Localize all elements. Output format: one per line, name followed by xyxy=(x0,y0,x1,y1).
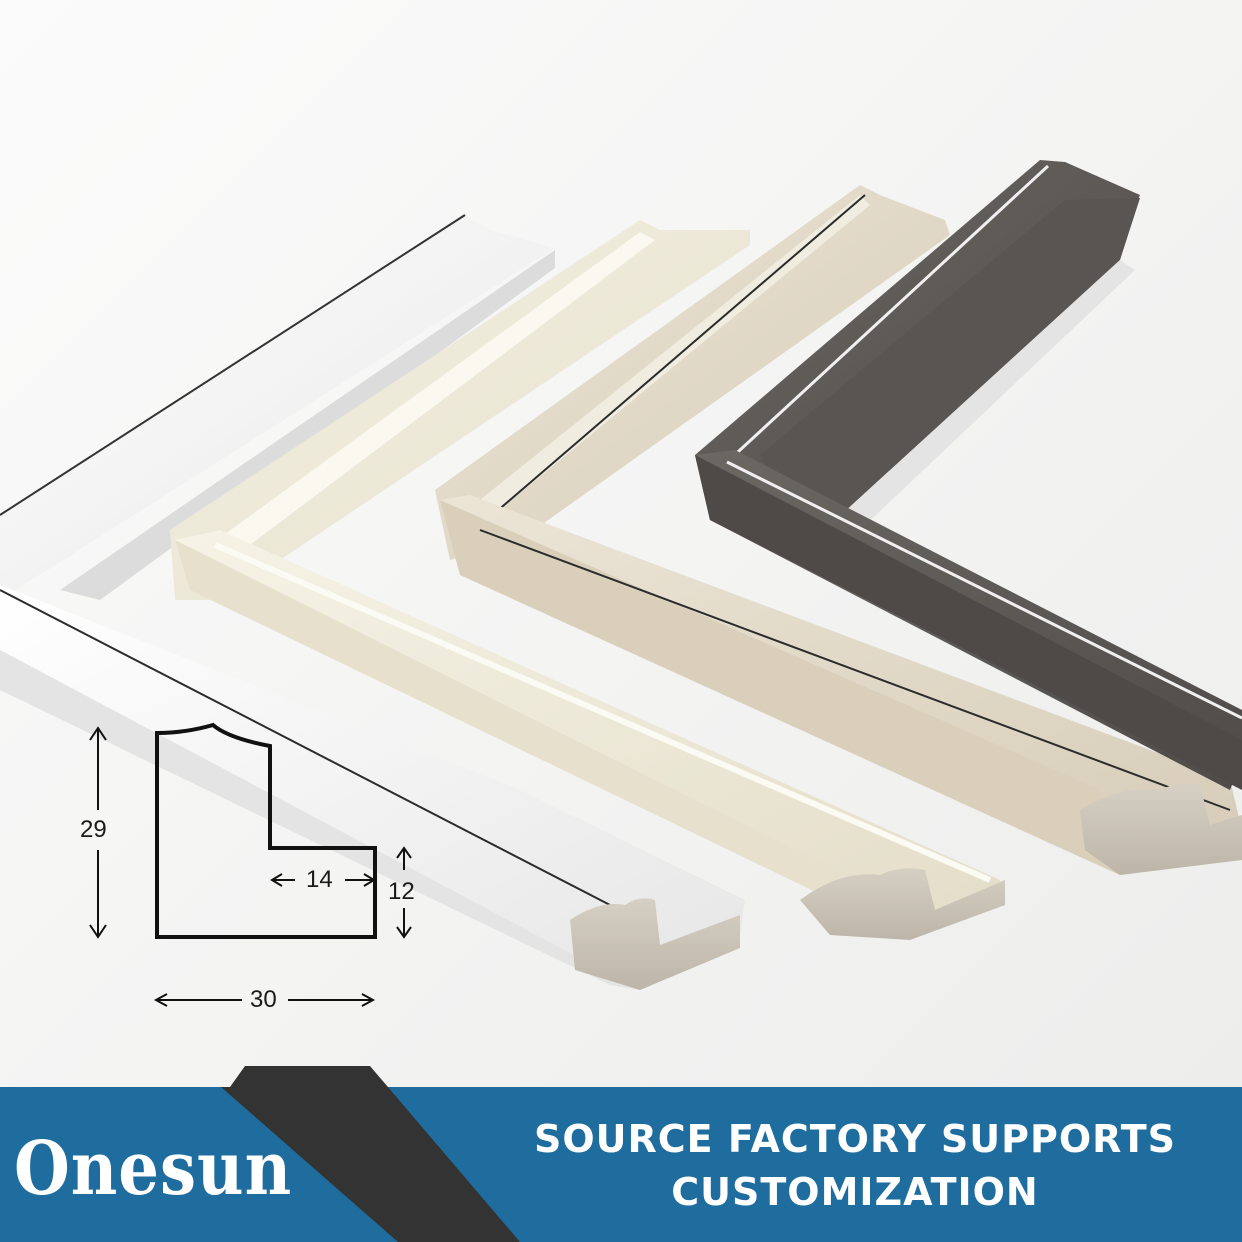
white-frame xyxy=(0,214,745,990)
width-dimension-label: 30 xyxy=(250,986,277,1013)
rebate-width-dimension-label: 14 xyxy=(306,866,333,893)
cream-frame xyxy=(170,220,1005,940)
slogan-line-2: CUSTOMIZATION xyxy=(671,1170,1039,1214)
slogan: SOURCE FACTORY SUPPORTS CUSTOMIZATION xyxy=(470,1113,1240,1219)
grey-wood-frame xyxy=(695,160,1242,790)
slogan-line-1: SOURCE FACTORY SUPPORTS xyxy=(534,1117,1176,1161)
footer-banner xyxy=(0,1087,1242,1242)
light-oak-frame xyxy=(435,185,1242,875)
rebate-height-dimension-label: 12 xyxy=(388,878,415,905)
brand-logo: Onesun xyxy=(14,1126,293,1213)
profile-diagram xyxy=(89,722,412,1007)
height-dimension-label: 29 xyxy=(80,816,107,843)
